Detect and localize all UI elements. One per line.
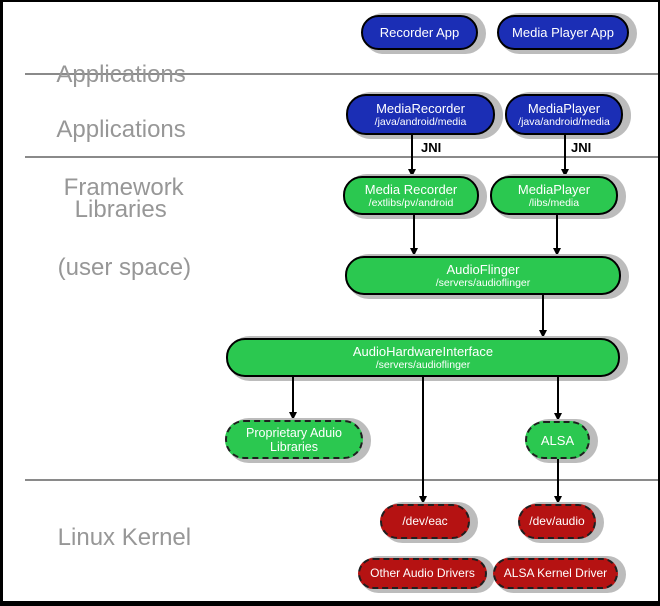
node-mediaplayer-lib-title: MediaPlayer [517,182,591,197]
arrow-audioflinger-to-ahi [539,295,547,338]
node-mediaplayer-framework-title: MediaPlayer [527,101,601,116]
node-mediaplayer-framework-path: /java/android/media [518,116,610,128]
node-recorder-app-label: Recorder App [379,25,460,40]
node-audio-hardware-interface-title: AudioHardwareInterface [352,344,494,359]
arrowhead-icon [419,496,427,504]
arrowhead-icon [561,169,569,177]
arrowhead-icon [289,412,297,420]
arrowhead-icon [410,248,418,256]
node-mediaplayer-framework: MediaPlayer /java/android/media [505,94,623,135]
node-audio-hardware-interface-path: /servers/audioflinger [375,359,471,371]
arrow-recorderlib-to-audioflinger [410,215,418,256]
arrow-ahi-to-alsa [554,377,562,421]
node-dev-eac-label: /dev/eac [402,514,448,528]
arrowhead-icon [553,248,561,256]
jni-label-right: JNI [571,140,592,155]
arrow-playerlib-to-audioflinger [553,215,561,256]
node-mediarecorder-framework-path: /java/android/media [374,116,467,128]
node-media-recorder-lib: Media Recorder /extlibs/pv/android [343,176,479,215]
layer-label-libraries: Libraries (user space) [31,166,191,311]
arrowhead-icon [539,330,547,338]
node-proprietary-line1: Proprietary Aduio [246,425,342,440]
jni-label-left: JNI [421,140,442,155]
node-other-audio-drivers: Other Audio Drivers [358,558,487,589]
node-mediaplayer-lib-path: /libs/media [528,197,580,209]
divider-applications-framework [25,73,658,75]
arrow-mediarecorder-to-lib [408,135,416,177]
layer-label-kernel-text: Linux Kernel [57,524,192,551]
layer-label-framework: Applications Framework [31,86,186,231]
arrow-mediaplayer-to-lib [561,135,569,177]
node-audioflinger-title: AudioFlinger [446,262,520,277]
node-mediarecorder-framework: MediaRecorder /java/android/media [346,94,495,135]
arrow-ahi-to-dev-eac [419,377,427,504]
arrowhead-icon [554,413,562,421]
node-proprietary-audio-libraries: Proprietary Aduio Libraries [225,420,363,459]
layer-label-kernel: Linux Kernel [31,494,191,581]
layer-label-framework-line2: Framework [63,174,184,201]
node-media-player-app: Media Player App [497,15,629,50]
arrowhead-icon [554,496,562,504]
node-media-recorder-lib-title: Media Recorder [364,182,458,197]
arrow-ahi-to-proprietary [289,377,297,420]
node-media-player-app-label: Media Player App [512,25,614,40]
divider-framework-libraries [25,156,658,158]
node-media-recorder-lib-path: /extlibs/pv/android [368,197,454,209]
layer-label-libraries-line1: Libraries [74,196,167,223]
node-alsa: ALSA [525,421,590,459]
node-dev-audio-label: /dev/audio [529,514,585,528]
node-recorder-app: Recorder App [361,15,478,50]
arrow-alsa-to-dev-audio [554,459,562,504]
node-alsa-kernel-driver-label: ALSA Kernel Driver [503,566,608,580]
layer-label-libraries-line2: (user space) [57,254,192,281]
node-audioflinger-path: /servers/audioflinger [435,277,531,289]
layer-label-applications-text: Applications [56,61,186,88]
layer-label-framework-line1: Applications [56,116,186,143]
node-mediaplayer-lib: MediaPlayer /libs/media [490,176,618,215]
node-audio-hardware-interface: AudioHardwareInterface /servers/audiofli… [226,338,620,377]
layer-label-applications: Applications [31,31,186,118]
divider-libraries-kernel [25,479,658,481]
node-alsa-kernel-driver: ALSA Kernel Driver [493,558,618,589]
node-audioflinger: AudioFlinger /servers/audioflinger [345,256,621,295]
node-dev-audio: /dev/audio [518,504,596,539]
arrowhead-icon [408,169,416,177]
node-mediarecorder-framework-title: MediaRecorder [376,101,465,116]
node-proprietary-line2: Libraries [270,439,318,454]
node-alsa-label: ALSA [540,432,575,448]
node-dev-eac: /dev/eac [380,504,470,539]
node-other-audio-drivers-label: Other Audio Drivers [370,566,475,580]
